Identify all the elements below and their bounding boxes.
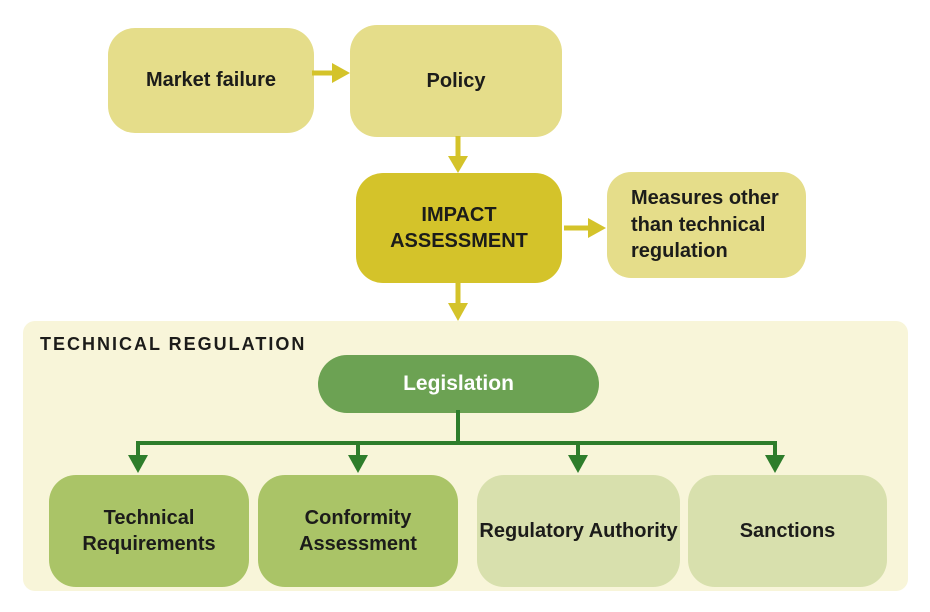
node-regulatory-authority: Regulatory Authority <box>477 475 680 587</box>
node-measures-other: Measures other than technical regulation <box>607 172 806 278</box>
arrow-down-icon <box>448 281 468 321</box>
node-conformity-assessment: Conformity Assessment <box>258 475 458 587</box>
node-measures-other-label: Measures other than technical regulation <box>631 187 779 263</box>
node-sanctions: Sanctions <box>688 475 887 587</box>
node-conformity-assessment-label: Conformity Assessment <box>299 506 417 555</box>
node-market-failure: Market failure <box>108 28 314 133</box>
node-regulatory-authority-label: Regulatory Authority <box>479 519 678 542</box>
node-sanctions-label: Sanctions <box>739 519 836 542</box>
arrow-down-icon <box>448 136 468 173</box>
arrow-right-icon <box>312 63 350 83</box>
node-policy: Policy <box>350 25 562 137</box>
node-technical-requirements-label: Technical Requirements <box>82 506 216 555</box>
arrow-right-icon <box>564 218 606 238</box>
node-legislation-label: Legislation <box>403 372 514 396</box>
node-technical-requirements: Technical Requirements <box>49 475 249 587</box>
branch-connector-arrows-icon <box>128 410 785 473</box>
node-market-failure-label: Market failure <box>145 69 277 92</box>
node-policy-label: Policy <box>426 69 486 92</box>
node-impact-assessment: IMPACT ASSESSMENT <box>356 173 562 283</box>
node-impact-assessment-label: IMPACT ASSESSMENT <box>390 203 528 252</box>
node-legislation: Legislation <box>318 355 599 413</box>
panel-title: TECHNICAL REGULATION <box>40 334 307 354</box>
